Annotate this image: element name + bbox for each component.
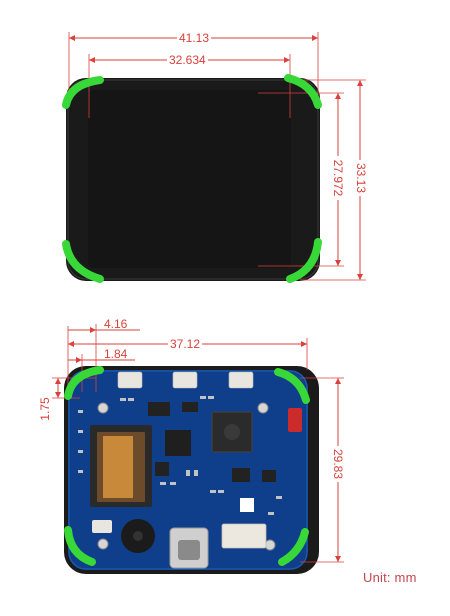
connector-top-3 [228, 371, 254, 389]
ic-chip-small [148, 402, 170, 416]
buzzer-center [133, 531, 143, 541]
fpc-ribbon [103, 436, 133, 498]
unit-label: Unit: mm [363, 570, 417, 585]
dim-arrow [357, 80, 363, 86]
mount-hole [97, 402, 109, 414]
dim-arrow [335, 378, 341, 384]
label-bottom-offset-a: 4.16 [104, 317, 128, 331]
ic-chip-small [155, 462, 169, 476]
usb-c-port-opening [178, 540, 200, 560]
dim-arrow [301, 341, 307, 347]
label-top-active-height: 27.972 [331, 156, 345, 200]
corner-highlight-top-right [284, 74, 322, 109]
battery-connector [221, 523, 267, 549]
mount-hole [264, 539, 276, 551]
label-bottom-offset-b: 1.84 [104, 347, 128, 361]
connector-top-1 [117, 371, 143, 389]
corner-highlight-top-left [64, 366, 104, 400]
ic-chip-small [232, 468, 250, 482]
corner-highlight-bottom-left [62, 240, 104, 283]
ic-chip-square [165, 430, 191, 456]
corner-highlight-top-left [62, 76, 104, 109]
label-bottom-board-height: 29.83 [331, 446, 345, 482]
label-top-total-width: 41.13 [177, 31, 212, 45]
rtc-connector [92, 520, 112, 533]
bottom-view [52, 324, 344, 574]
dim-arrow [69, 35, 75, 41]
dim-arrow [335, 556, 341, 562]
mount-hole [257, 402, 269, 414]
corner-highlight-bottom-right [286, 238, 322, 283]
ic-chip-small [262, 470, 276, 482]
active-display-area [88, 90, 291, 268]
ic-chip-small [182, 402, 198, 412]
brand-logo [240, 498, 254, 512]
dim-arrow [55, 378, 61, 384]
dim-arrow [335, 260, 341, 266]
dim-arrow [55, 392, 61, 398]
antenna-label [288, 408, 302, 432]
dim-arrow [76, 357, 82, 363]
label-top-total-height: 33.13 [354, 160, 368, 196]
connector-top-2 [172, 371, 198, 389]
mount-hole [97, 538, 109, 550]
corner-highlight-bottom-right [278, 528, 309, 566]
pcb-edge-highlight [68, 370, 308, 570]
dim-arrow [90, 327, 96, 333]
esp32-logo [224, 424, 240, 440]
dim-arrow [357, 274, 363, 280]
top-view [62, 32, 366, 283]
corner-highlight-bottom-left [64, 526, 96, 566]
label-top-active-width: 32.634 [167, 53, 208, 67]
dim-arrow [89, 57, 95, 63]
dim-arrow [335, 93, 341, 99]
dim-arrow [68, 341, 74, 347]
display-bezel-highlight [67, 79, 319, 280]
label-bottom-total-width: 37.12 [168, 337, 203, 351]
smd-components [78, 396, 282, 515]
corner-highlight-top-right [274, 368, 310, 404]
dim-arrow [312, 35, 318, 41]
label-bottom-left-offset: 1.75 [38, 397, 52, 421]
dim-arrow [284, 57, 290, 63]
